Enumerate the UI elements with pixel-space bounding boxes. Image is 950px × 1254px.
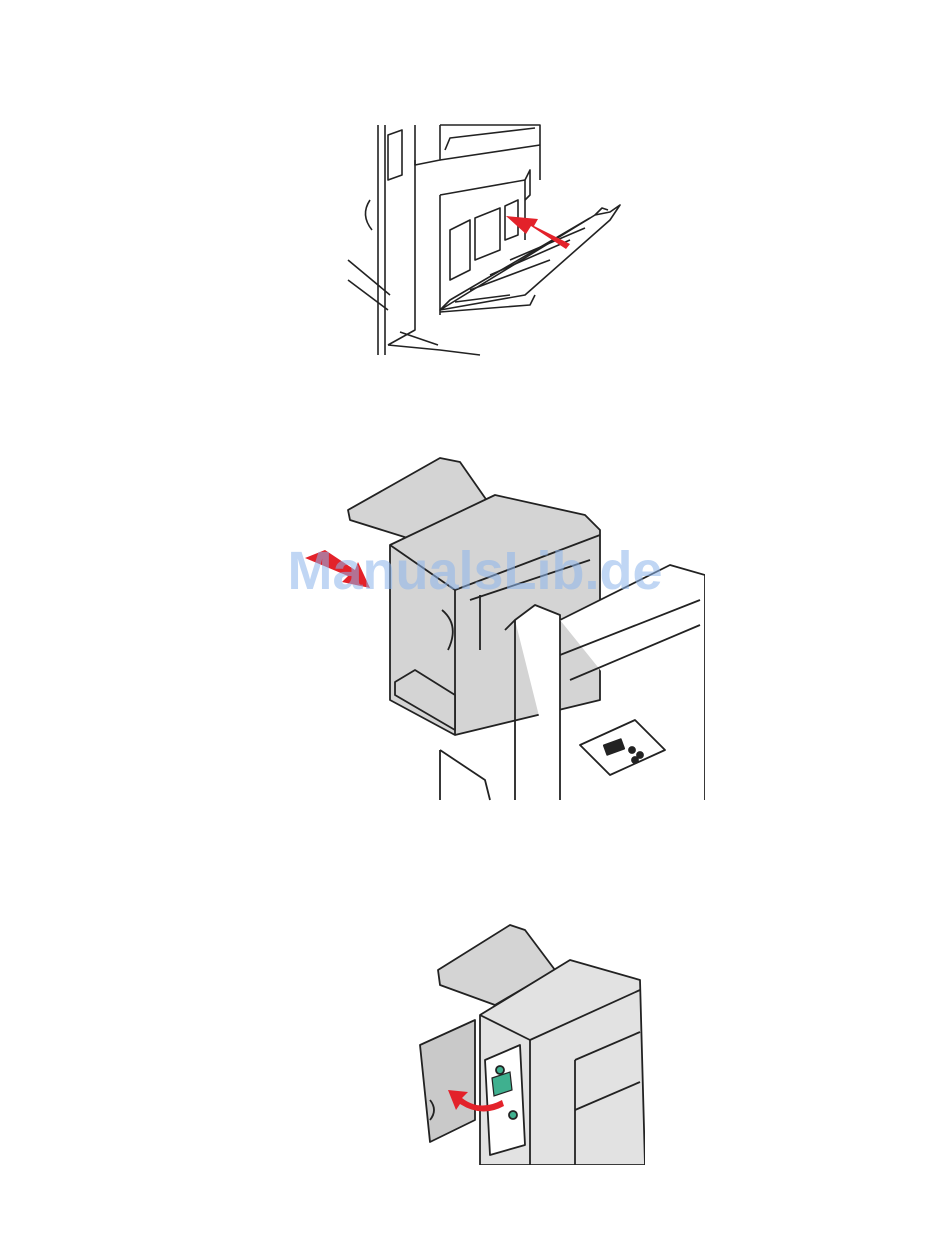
push-direction-arrow-icon [506, 216, 570, 249]
finisher-door-open-drawing [410, 920, 645, 1165]
finisher-and-printer-drawing [290, 450, 705, 802]
finisher-slide-illustration [290, 450, 705, 802]
printer-side-tray-drawing [340, 120, 640, 360]
pull-direction-arrow-icon [305, 550, 370, 588]
multipurpose-tray-close-illustration [340, 120, 640, 360]
finisher-front-door-illustration [410, 920, 645, 1165]
